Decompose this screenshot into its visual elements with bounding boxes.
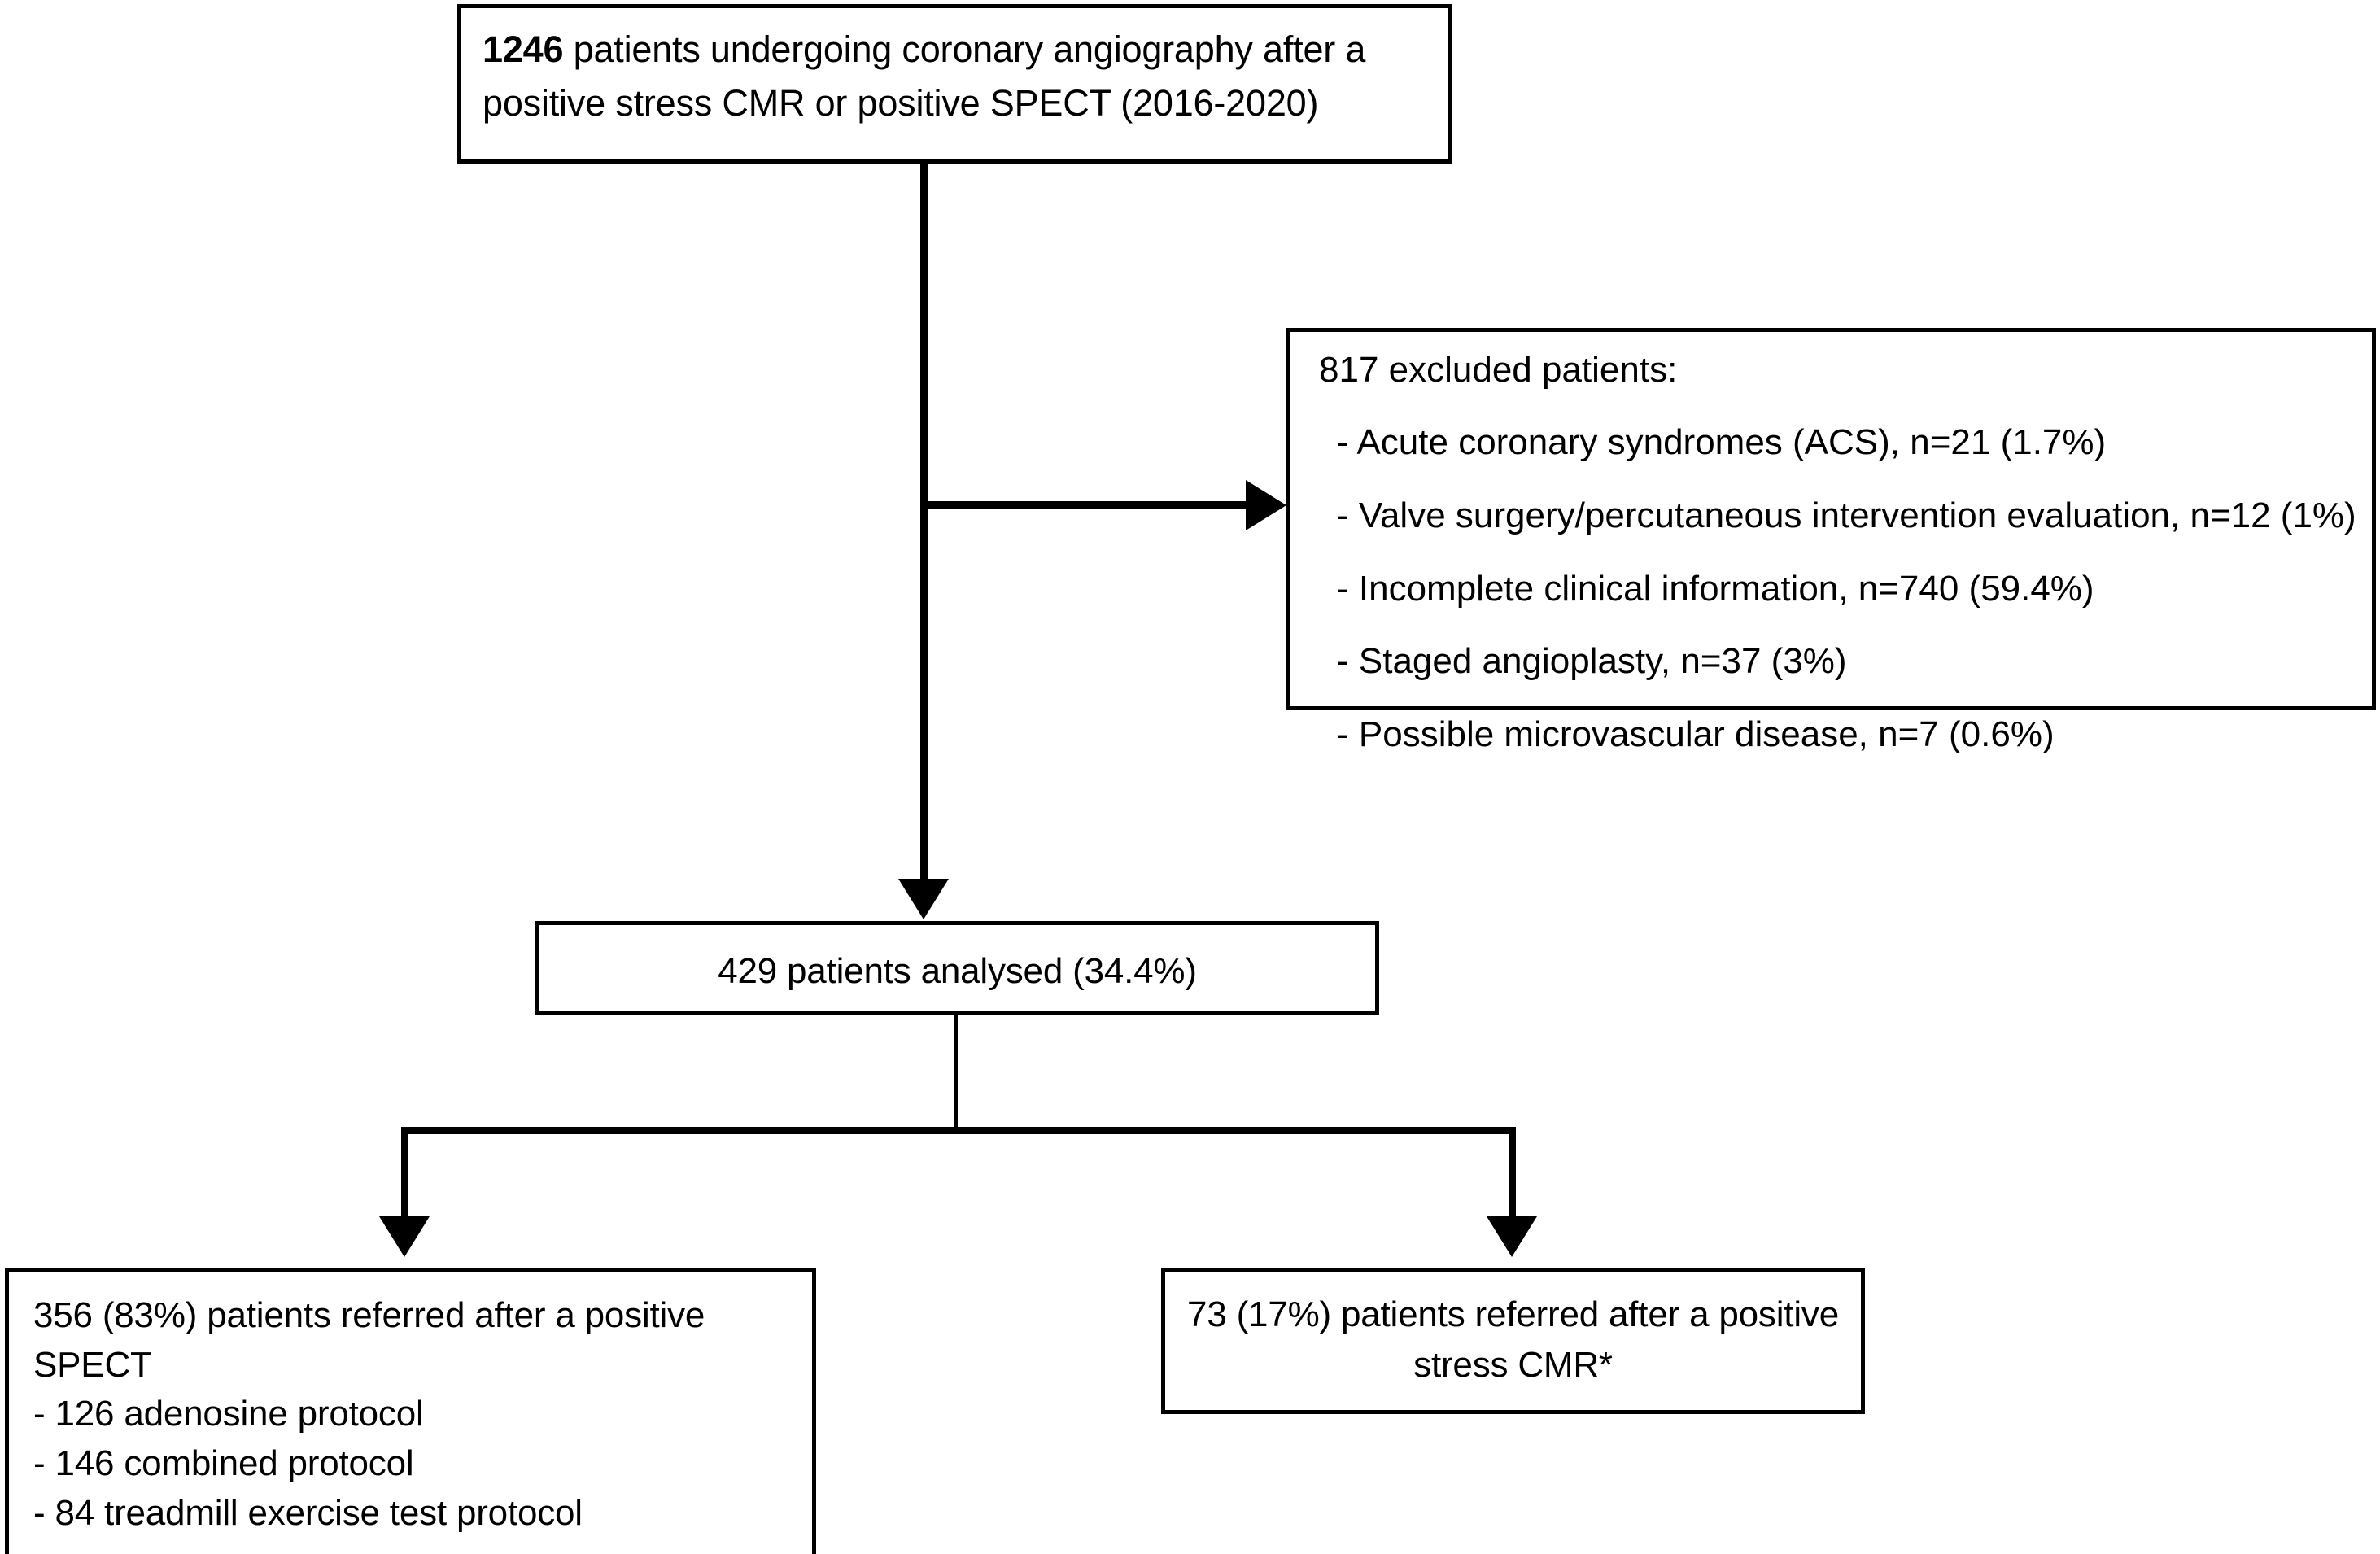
cmr-arm-text: 73 (17%) patients referred after a posit… bbox=[1187, 1294, 1849, 1386]
connector-cmr-leg bbox=[1509, 1127, 1516, 1223]
spect-arm-heading: 356 (83%) patients referred after a posi… bbox=[33, 1295, 715, 1385]
enrolment-description: patients undergoing coronary angiography… bbox=[483, 28, 1376, 124]
connector-analysed-stem bbox=[954, 1015, 958, 1131]
spect-arm-item: - 84 treadmill exercise test protocol bbox=[33, 1492, 583, 1533]
arrow-down-icon bbox=[898, 879, 949, 919]
excluded-reason-list: - Acute coronary syndromes (ACS), n=21 (… bbox=[1319, 421, 2356, 757]
cmr-arm-box: 73 (17%) patients referred after a posit… bbox=[1161, 1268, 1865, 1414]
analysed-text: 429 patients analysed (34.4%) bbox=[718, 951, 1197, 991]
arrow-down-icon-spect bbox=[379, 1216, 430, 1257]
connector-split-bar bbox=[401, 1127, 1516, 1134]
excluded-reason-item: - Valve surgery/percutaneous interventio… bbox=[1337, 495, 2356, 535]
spect-arm-box: 356 (83%) patients referred after a posi… bbox=[5, 1268, 816, 1554]
connector-excluded-branch bbox=[920, 501, 1249, 509]
excluded-heading: 817 excluded patients: bbox=[1319, 350, 1678, 390]
connector-enrolment-trunk bbox=[920, 164, 928, 884]
arrow-right-icon bbox=[1246, 480, 1286, 530]
spect-arm-item: - 126 adenosine protocol bbox=[33, 1394, 424, 1434]
enrolment-text: 1246 patients undergoing coronary angiog… bbox=[483, 23, 1427, 129]
excluded-reason-item: - Acute coronary syndromes (ACS), n=21 (… bbox=[1337, 422, 2107, 462]
enrolment-box: 1246 patients undergoing coronary angiog… bbox=[457, 4, 1452, 164]
spect-arm-item: - 146 combined protocol bbox=[33, 1443, 414, 1484]
excluded-reason-item: - Incomplete clinical information, n=740… bbox=[1337, 568, 2094, 609]
connector-spect-leg bbox=[401, 1127, 408, 1223]
analysed-box: 429 patients analysed (34.4%) bbox=[535, 921, 1379, 1015]
excluded-box: 817 excluded patients: - Acute coronary … bbox=[1286, 328, 2376, 754]
excluded-reason-item: - Staged angioplasty, n=37 (3%) bbox=[1337, 641, 1847, 682]
excluded-reason-item: - Possible microvascular disease, n=7 (0… bbox=[1337, 714, 2055, 755]
arrow-down-icon-cmr bbox=[1487, 1216, 1537, 1257]
enrolment-count: 1246 bbox=[483, 28, 564, 70]
